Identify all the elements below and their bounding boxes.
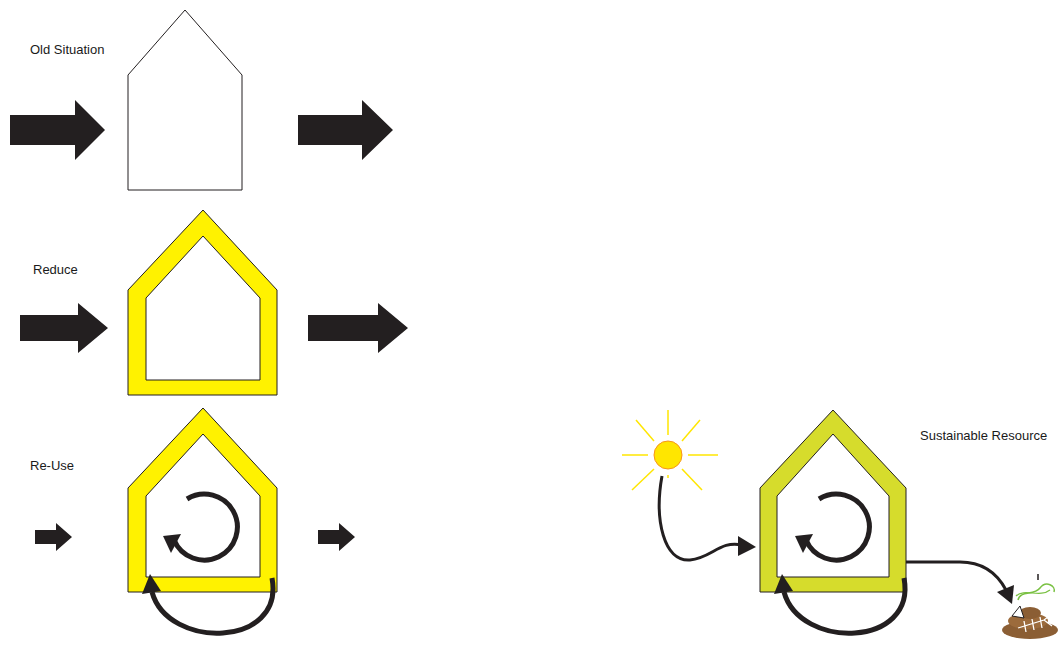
sun-ray xyxy=(667,475,669,478)
output-arrow xyxy=(318,523,355,551)
sun-icon xyxy=(622,410,718,490)
odour-line xyxy=(1018,584,1054,600)
stage-label: Re-Use xyxy=(30,458,74,474)
input-arrow xyxy=(20,303,108,353)
sun-ray xyxy=(682,469,702,490)
sun-disc xyxy=(654,441,682,469)
arrowhead xyxy=(142,574,161,594)
odour-line xyxy=(1016,590,1050,596)
sun-ray xyxy=(682,420,700,441)
output-arrow xyxy=(308,303,408,353)
sun-ray xyxy=(632,469,654,490)
output-arrow xyxy=(298,100,393,160)
input-arrow xyxy=(35,523,72,551)
sun-ray xyxy=(636,420,654,441)
stage-label: Reduce xyxy=(33,262,78,278)
recirculation-loop xyxy=(784,578,905,633)
arrowhead xyxy=(163,534,181,553)
sun-rays xyxy=(622,410,718,490)
bone-fragment xyxy=(1012,606,1024,618)
arrowhead xyxy=(774,574,793,594)
insulated-house xyxy=(128,210,277,395)
sun-ray xyxy=(688,454,718,456)
arrowhead xyxy=(997,585,1014,604)
stage-label: Old Situation xyxy=(30,42,104,58)
stage-label: Sustainable Resource xyxy=(920,428,1047,444)
arrowhead xyxy=(738,536,756,556)
house-outline xyxy=(128,10,242,190)
sun-ray xyxy=(667,410,669,435)
odour-mark xyxy=(1037,574,1039,580)
sustainable-house xyxy=(760,410,906,592)
reuse-loop xyxy=(806,494,869,560)
reuse-loop xyxy=(174,494,237,560)
insulated-house xyxy=(128,408,277,592)
recirculation-loop xyxy=(152,578,273,633)
waste-pile xyxy=(1002,574,1058,639)
arrowhead xyxy=(795,534,813,553)
solar-input xyxy=(659,476,742,560)
input-arrow xyxy=(10,100,105,160)
sun-ray xyxy=(622,454,648,456)
waste-output xyxy=(906,562,1006,590)
